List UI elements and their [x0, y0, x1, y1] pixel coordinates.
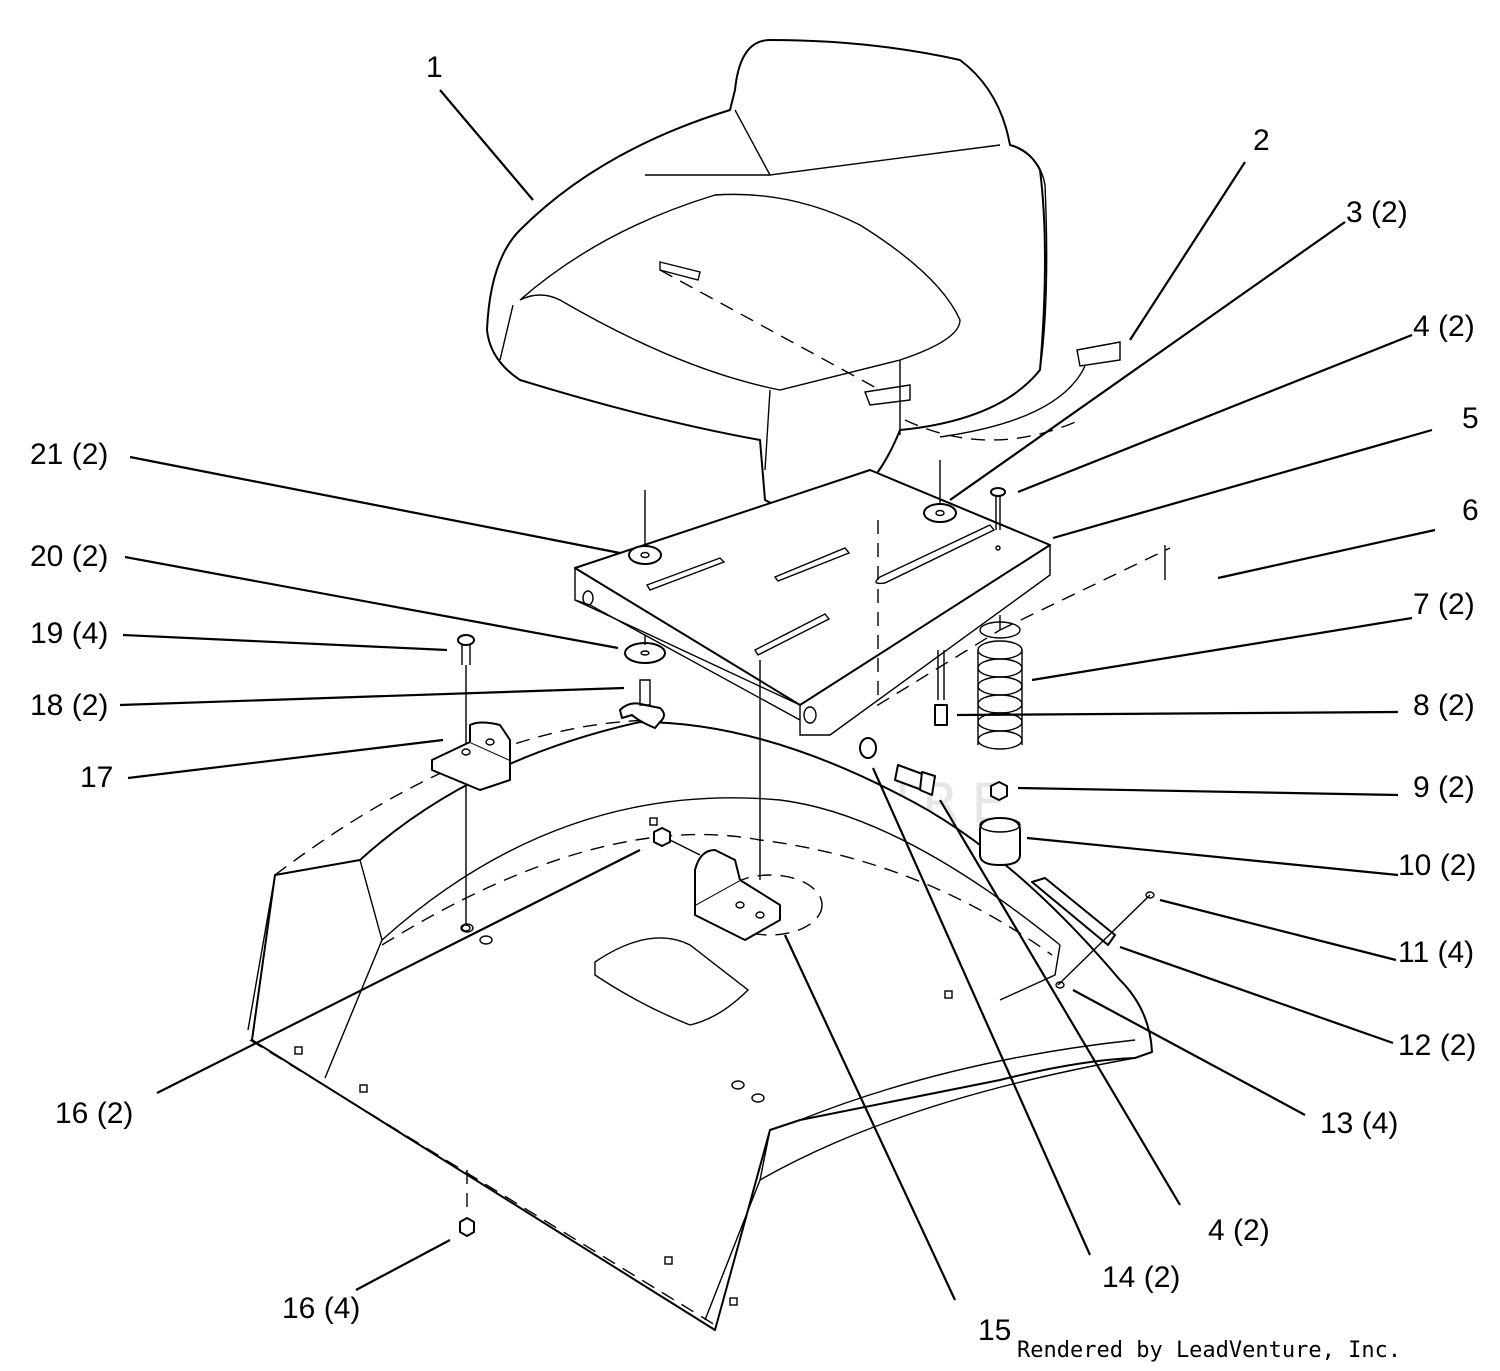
seat	[486, 39, 1121, 526]
rendered-by-credit: Rendered by LeadVenture, Inc.	[1017, 1338, 1401, 1363]
callout-18: 18 (2)	[30, 689, 108, 722]
callout-3: 3 (2)	[1346, 196, 1408, 229]
callout-17: 17	[80, 761, 113, 794]
callout-16-top: 16 (2)	[55, 1097, 133, 1130]
callout-13: 13 (4)	[1320, 1107, 1398, 1140]
callout-11: 11 (4)	[1398, 936, 1474, 969]
callout-4-bottom: 4 (2)	[1208, 1214, 1270, 1247]
callout-6: 6	[1462, 494, 1479, 527]
callout-20: 20 (2)	[30, 540, 108, 573]
spring	[977, 615, 1023, 750]
callout-12: 12 (2)	[1398, 1029, 1476, 1062]
callout-7: 7 (2)	[1413, 588, 1475, 621]
callout-labels: 1 2 3 (2) 4 (2) 5 6 7 (2) 8 (2) 9 (2) 10…	[30, 51, 1479, 1347]
callout-8: 8 (2)	[1413, 689, 1475, 722]
callout-2: 2	[1253, 124, 1270, 157]
hardware	[431, 487, 1155, 1237]
callout-16-bottom: 16 (4)	[282, 1292, 360, 1325]
callout-21: 21 (2)	[30, 438, 108, 471]
callout-14: 14 (2)	[1102, 1261, 1180, 1294]
callout-leaders	[119, 89, 1436, 1301]
callout-10: 10 (2)	[1398, 849, 1476, 882]
seat-plate	[574, 460, 1171, 736]
callout-15: 15	[978, 1314, 1011, 1347]
callout-19: 19 (4)	[30, 617, 108, 650]
callout-1: 1	[426, 51, 443, 84]
callout-5: 5	[1462, 402, 1479, 435]
callout-9: 9 (2)	[1413, 771, 1475, 804]
callout-4-top: 4 (2)	[1413, 310, 1475, 343]
